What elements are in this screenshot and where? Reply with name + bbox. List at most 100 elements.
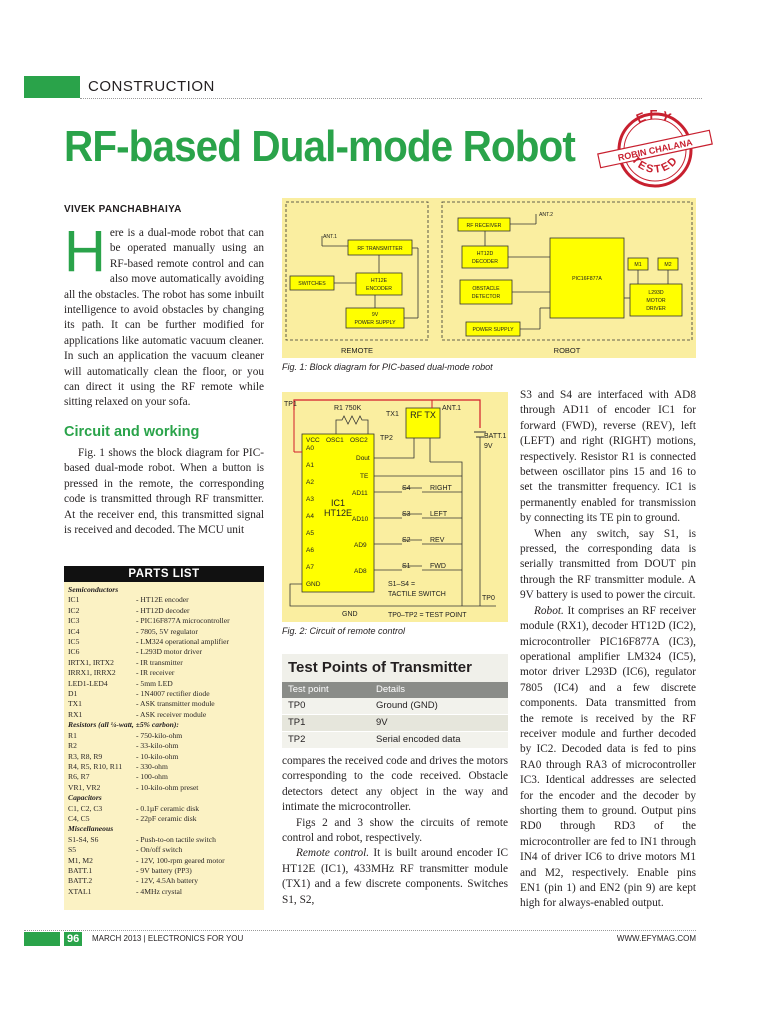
svg-text:A4: A4 [306, 513, 314, 520]
parts-row: D1- 1N4007 rectifier diode [68, 689, 260, 699]
fig2-vcc: VCC [306, 437, 320, 444]
column-header: Test point [288, 684, 329, 695]
fig1-ht12e: HT12E [371, 278, 388, 284]
part-desc: - 750-kilo-ohm [136, 730, 183, 740]
part-ref: IC6 [68, 647, 80, 657]
svg-text:A1: A1 [306, 462, 314, 469]
efy-tested-badge: EFY ROBIN CHALANA TESTED [597, 108, 713, 188]
paragraph: Fig. 1 shows the block diagram for PIC-b… [64, 447, 264, 537]
fig1-power-supply: POWER SUPPLY [354, 320, 396, 326]
parts-row: IRRX1, IRRX2- IR receiver [68, 668, 260, 678]
fig1-ant1: ANT.1 [323, 234, 337, 240]
part-ref: M1, M2 [68, 855, 93, 865]
part-desc: - 10-kilo-ohm preset [136, 782, 199, 792]
fig2-ad9: AD9 [354, 542, 367, 549]
part-ref: IC3 [68, 616, 80, 626]
paragraph: compares the received code and drives th… [282, 755, 508, 814]
fig1-m1: M1 [634, 262, 641, 268]
page-number: 96 [64, 932, 83, 946]
footer-issue: MARCH 2013 | ELECTRONICS FOR YOU [92, 934, 244, 943]
parts-category: Semiconductors [68, 585, 260, 595]
part-desc: - 0.1µF ceramic disk [136, 803, 200, 813]
part-desc: - 330-ohm [136, 761, 168, 771]
parts-row: IRTX1, IRTX2- IR transmitter [68, 658, 260, 668]
fig2-ant1: ANT.1 [442, 405, 461, 412]
parts-row: C4, C5- 22pF ceramic disk [68, 814, 260, 824]
svg-text:A7: A7 [306, 564, 314, 571]
parts-row: S5- On/off switch [68, 845, 260, 855]
part-desc [113, 824, 260, 834]
fig2-s1: S1 [402, 563, 411, 570]
part-ref: Resistors (all ¼-watt, ±5% carbon): [68, 720, 179, 730]
part-desc: - L293D motor driver [136, 647, 203, 657]
drop-cap: H [64, 219, 106, 284]
fig2-right: RIGHT [430, 485, 453, 492]
fig2-rev: REV [430, 537, 445, 544]
parts-row: XTAL1- 4MHz crystal [68, 887, 260, 897]
part-ref: TX1 [68, 699, 82, 709]
fig2-ht12e: HT12E [324, 508, 352, 518]
figure2-caption: Fig. 2: Circuit of remote control [282, 626, 406, 636]
parts-list-heading: PARTS LIST [64, 566, 264, 582]
fig2-osc2: OSC2 [350, 437, 368, 444]
part-desc: - 12V, 100-rpm geared motor [136, 855, 225, 865]
fig1-obstacle: OBSTACLE [472, 286, 500, 292]
paragraph: When any switch, say S1, is pressed, the… [520, 527, 696, 602]
fig2-osc1: OSC1 [326, 437, 344, 444]
parts-category: Miscellaneous [68, 824, 260, 834]
fig2-batt: BATT.1 [484, 433, 507, 440]
run-in-heading: Robot. [534, 604, 564, 617]
part-ref: XTAL1 [68, 886, 92, 896]
fig1-robot-label: ROBOT [554, 346, 581, 355]
table-header: Test point Details [282, 682, 508, 698]
part-desc: - ASK transmitter module [136, 699, 215, 709]
part-ref: Semiconductors [68, 585, 119, 594]
fig1-remote-label: REMOTE [341, 346, 373, 355]
part-ref: S5 [68, 845, 77, 855]
parts-row: R2- 33-kilo-ohm [68, 741, 260, 751]
parts-row: S1-S4, S6 - Push-to-on tactile switch [68, 835, 260, 845]
part-ref: Capacitors [68, 793, 102, 803]
footer-website: WWW.EFYMAG.COM [616, 934, 696, 943]
parts-row: M1, M2 - 12V, 100-rpm geared motor [68, 856, 260, 866]
parts-row: R4, R5, R10, R11- 330-ohm [68, 762, 260, 772]
part-ref: R6, R7 [68, 772, 90, 782]
column-3-text: S3 and S4 are interfaced with AD8 throug… [520, 388, 696, 912]
parts-row: LED1-LED4- 5mm LED [68, 679, 260, 689]
part-ref: S1-S4, S6 [68, 834, 99, 844]
parts-category: Capacitors [68, 793, 260, 803]
fig1-9v: 9V [372, 312, 379, 318]
part-desc: - PIC16F877A microcontroller [136, 616, 230, 626]
test-point-cell: TP1 [288, 717, 306, 728]
part-ref: RX1 [68, 709, 83, 719]
fig2-tp1: TP1 [284, 401, 297, 408]
parts-row: R3, R8, R9- 10-kilo-ohm [68, 752, 260, 762]
fig1-switches: SWITCHES [298, 281, 326, 287]
article-title: RF-based Dual-mode Robot [64, 122, 576, 171]
part-ref: IRTX1, IRTX2 [68, 657, 114, 667]
fig2-ad10: AD10 [352, 516, 369, 523]
parts-row: BATT.1 - 9V battery (PP3) [68, 866, 260, 876]
part-desc: - Push-to-on tactile switch [136, 834, 216, 844]
part-ref: BATT.1 [68, 865, 93, 875]
part-desc: - 9V battery (PP3) [136, 865, 192, 875]
fig2-s2: S2 [402, 537, 411, 544]
details-cell: 9V [376, 717, 388, 728]
part-desc: - 100-ohm [136, 772, 168, 782]
fig2-tp2: TP2 [380, 435, 393, 442]
svg-text:A6: A6 [306, 547, 314, 554]
svg-text:A5: A5 [306, 530, 314, 537]
test-point-cell: TP2 [288, 734, 306, 745]
part-ref: IC4 [68, 626, 80, 636]
part-desc: - 33-kilo-ohm [136, 741, 179, 751]
part-ref: R1 [68, 730, 77, 740]
section-heading: Circuit and working [64, 424, 200, 440]
parts-category: Resistors (all ¼-watt, ±5% carbon): [68, 720, 260, 730]
parts-row: VR1, VR2- 10-kilo-ohm preset [68, 783, 260, 793]
parts-row: IC5- LM324 operational amplifier [68, 637, 260, 647]
fig2-ic1: IC1 [331, 498, 345, 508]
block-diagram-figure: ANT.1 RF TRANSMITTER SWITCHES HT12E ENCO… [282, 198, 696, 358]
parts-row: R6, R7 - 100-ohm [68, 772, 260, 782]
